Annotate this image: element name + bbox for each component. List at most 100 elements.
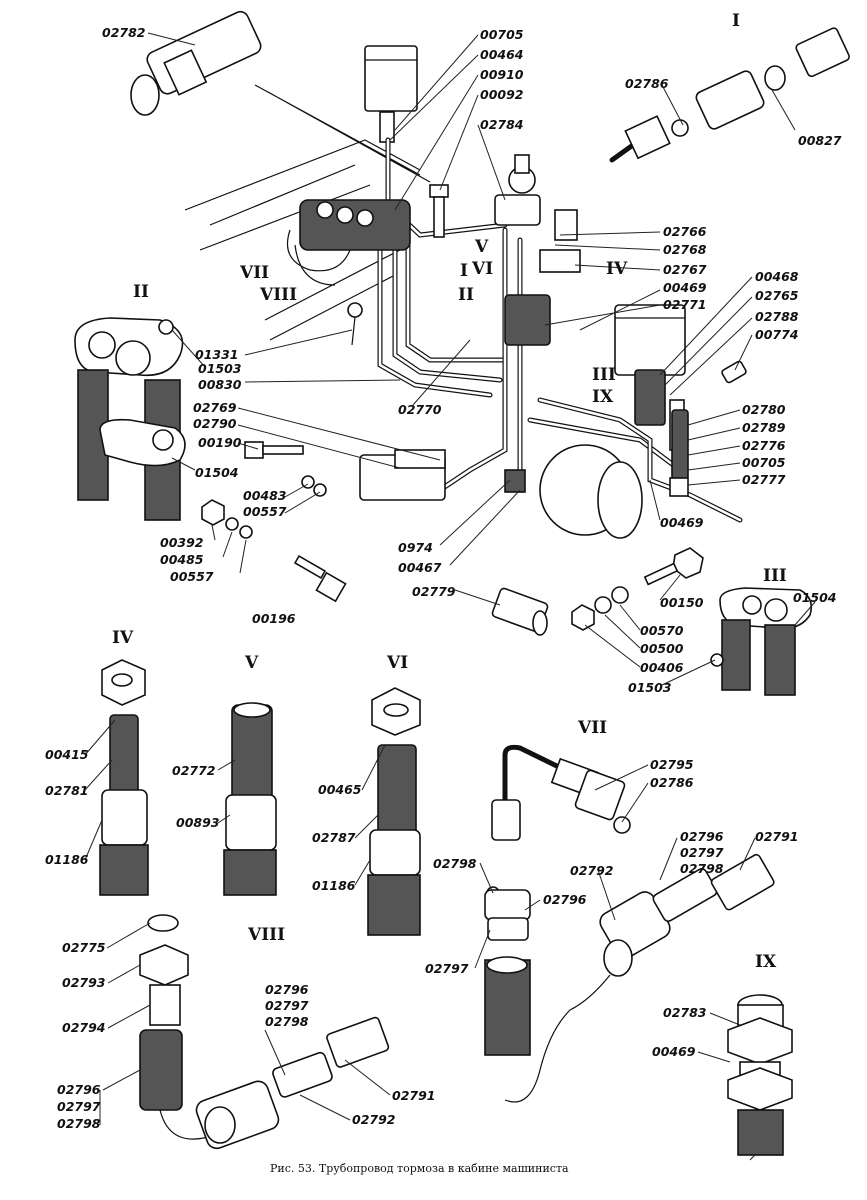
part-label: 02796 xyxy=(265,982,309,997)
marker-V: V xyxy=(474,237,489,257)
part-label: 02766 xyxy=(663,224,707,239)
part-label: 00774 xyxy=(755,327,799,342)
part-label: 00827 xyxy=(798,133,842,148)
part-label: 02776 xyxy=(742,438,786,453)
part-label: 00092 xyxy=(480,87,524,102)
part-label: 02798 xyxy=(265,1014,309,1029)
section-label-II: II xyxy=(133,282,149,302)
part-label: 00570 xyxy=(640,623,684,638)
main-assembly-drawing xyxy=(184,45,747,636)
detail-02782-fitting xyxy=(130,10,262,116)
part-label: 02796 xyxy=(57,1082,101,1097)
marker-IX: IX xyxy=(592,387,614,407)
part-label: 00468 xyxy=(755,269,799,284)
part-label: 02786 xyxy=(650,775,694,790)
figure-caption: Рис. 53. Трубопровод тормоза в кабине ма… xyxy=(270,1162,569,1175)
part-label: 02787 xyxy=(312,830,356,845)
marker-II: II xyxy=(458,285,474,305)
part-label: 0974 xyxy=(398,540,433,555)
part-number-labels: 02782 00705 00464 00910 00092 02784 0278… xyxy=(45,25,842,1131)
part-label: 00483 xyxy=(243,488,287,503)
detail-IX-fitting xyxy=(727,994,793,1156)
section-label-VIII: VIII xyxy=(247,925,285,945)
part-label: 00500 xyxy=(640,641,684,656)
part-label: 02770 xyxy=(398,402,442,417)
part-label: 02765 xyxy=(755,288,799,303)
part-label: 02797 xyxy=(265,998,309,1013)
part-label: 00406 xyxy=(640,660,684,675)
part-label: 02769 xyxy=(193,400,237,415)
section-label-VI: VI xyxy=(386,653,408,673)
part-label: 01503 xyxy=(198,361,242,376)
detail-IV-fitting xyxy=(99,659,149,896)
part-label: 00415 xyxy=(45,747,89,762)
part-label: 00469 xyxy=(660,515,704,530)
part-label: 01331 xyxy=(195,347,239,362)
detail-II-clamp xyxy=(74,317,186,521)
section-label-I: I xyxy=(732,11,740,31)
part-label: 00705 xyxy=(742,455,786,470)
part-label: 00190 xyxy=(198,435,242,450)
part-label: 02790 xyxy=(193,416,237,431)
part-label: 00196 xyxy=(252,611,296,626)
detail-VII-hose-fitting xyxy=(484,744,631,1056)
part-label: 00469 xyxy=(652,1044,696,1059)
part-label: 01503 xyxy=(628,680,672,695)
part-label: 02794 xyxy=(62,1020,106,1035)
marker-III: III xyxy=(592,365,616,385)
part-label: 01186 xyxy=(312,878,356,893)
part-label: 00830 xyxy=(198,377,242,392)
part-label: 01504 xyxy=(793,590,837,605)
part-label: 02792 xyxy=(352,1112,396,1127)
part-label: 02797 xyxy=(680,845,724,860)
part-label: 02783 xyxy=(663,1005,707,1020)
part-label: 02788 xyxy=(755,309,799,324)
part-label: 01186 xyxy=(45,852,89,867)
part-label: 00392 xyxy=(160,535,204,550)
leader-lines xyxy=(84,32,816,1161)
part-label: 02771 xyxy=(663,297,707,312)
part-label: 02789 xyxy=(742,420,786,435)
section-labels: I II III IV V VI VII VIII IX VII VIII I … xyxy=(112,11,787,972)
detail-V-fitting xyxy=(223,702,277,896)
part-label: 02772 xyxy=(172,763,216,778)
part-label: 02791 xyxy=(392,1088,436,1103)
detail-VII-hose xyxy=(504,853,775,1103)
section-label-IX: IX xyxy=(755,952,777,972)
part-label: 02796 xyxy=(543,892,587,907)
part-label: 00485 xyxy=(160,552,204,567)
part-label: 02781 xyxy=(45,783,89,798)
part-label: 00465 xyxy=(318,782,362,797)
part-label: 02792 xyxy=(570,863,614,878)
part-label: 02779 xyxy=(412,584,456,599)
part-label: 02782 xyxy=(102,25,146,40)
detail-VI-fitting xyxy=(367,687,421,936)
part-label: 00557 xyxy=(243,504,287,519)
part-label: 00705 xyxy=(480,27,524,42)
part-label: 02797 xyxy=(425,961,469,976)
part-label: 02798 xyxy=(57,1116,101,1131)
part-label: 00467 xyxy=(398,560,442,575)
detail-VIII-fitting xyxy=(139,914,390,1150)
detail-III-clamp xyxy=(710,587,813,696)
part-label: 02793 xyxy=(62,975,106,990)
marker-VII: VII xyxy=(239,263,269,283)
detail-I-assembly xyxy=(609,27,850,163)
part-label: 00150 xyxy=(660,595,704,610)
part-label: 02795 xyxy=(650,757,694,772)
marker-VI: VI xyxy=(471,259,493,279)
part-label: 00910 xyxy=(480,67,524,82)
part-label: 02797 xyxy=(57,1099,101,1114)
marker-VIII: VIII xyxy=(259,285,297,305)
part-label: 00469 xyxy=(663,280,707,295)
part-label: 02780 xyxy=(742,402,786,417)
section-label-IV: IV xyxy=(112,628,134,648)
part-label: 02798 xyxy=(433,856,477,871)
part-label: 02798 xyxy=(680,861,724,876)
part-label: 00893 xyxy=(176,815,220,830)
section-label-VII: VII xyxy=(577,718,607,738)
part-label: 00557 xyxy=(170,569,214,584)
part-label: 00464 xyxy=(480,47,524,62)
part-label: 02767 xyxy=(663,262,707,277)
